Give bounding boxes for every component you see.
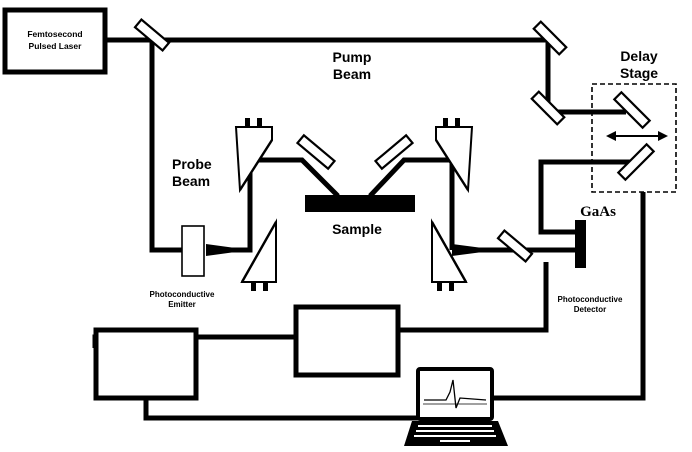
laser-label-2: Pulsed Laser — [29, 41, 83, 51]
keyboard-keys — [414, 425, 496, 442]
delay-mirror-bottom — [616, 142, 656, 182]
gaas-crystal — [575, 220, 586, 268]
pump-label-2: Beam — [333, 66, 371, 82]
thz-beam-to-sample — [250, 157, 340, 198]
laser-housing — [2, 7, 108, 75]
monitor-to-laptop-cable — [143, 398, 418, 421]
laptop-computer — [404, 367, 508, 446]
delay-stage: Delay Stage — [591, 48, 677, 193]
mount-post — [437, 282, 442, 291]
delay-mirror-top — [612, 90, 652, 130]
emitter-label-1: Photoconductive — [150, 290, 215, 299]
emitter-cone — [206, 244, 250, 256]
arrow-head-left — [606, 131, 616, 141]
detector-focus-cone — [452, 244, 498, 256]
spacebar — [440, 440, 470, 442]
parabolic-mirror-bottom-left — [240, 218, 278, 291]
lower-right-mirror — [530, 90, 566, 126]
delay-to-detector-beam — [538, 159, 632, 235]
thz-beam-from-sample — [368, 157, 455, 250]
beam-splitter — [133, 18, 171, 52]
pump-mirror-top — [532, 20, 568, 56]
pump-label-1: Pump — [333, 49, 372, 65]
mount-post — [455, 118, 460, 127]
photoconductive-detector: GaAs Photoconductive Detector — [496, 204, 623, 314]
mirror-face — [238, 139, 274, 191]
probe-label-1: Probe — [172, 156, 212, 172]
current-amplifier — [93, 327, 199, 401]
amplifier-box — [93, 327, 199, 401]
mount-post — [449, 282, 454, 291]
top-right-mirror — [532, 20, 568, 56]
lock-in-box — [293, 304, 401, 378]
detector-label-1: Photoconductive — [558, 295, 623, 304]
laser-label-1: Femtosecond — [27, 29, 82, 39]
mount-post — [245, 118, 250, 127]
pump-mirror-lower — [530, 90, 566, 126]
pump-beam-to-delay — [545, 104, 626, 115]
beam-splitter-mirror — [133, 18, 171, 52]
parabolic-mirror-top-left — [234, 118, 274, 194]
delay-stage-box — [591, 83, 677, 193]
detector-cable — [398, 262, 549, 333]
probe-label-2: Beam — [172, 173, 210, 189]
photoconductive-emitter: Photoconductive Emitter — [150, 225, 250, 309]
delay-label-2: Stage — [620, 65, 658, 81]
probe-beam-left — [149, 40, 184, 253]
key-row — [416, 430, 494, 432]
mount-post — [257, 118, 262, 127]
femtosecond-laser: Femtosecond Pulsed Laser — [2, 7, 108, 75]
detector-label-2: Detector — [574, 305, 606, 314]
delay-label-1: Delay — [620, 48, 658, 64]
mount-post — [263, 282, 268, 291]
mirror-face — [240, 221, 278, 283]
laptop-base — [404, 421, 508, 446]
emitter-label-2: Emitter — [168, 300, 196, 309]
sample-mirror-left — [295, 133, 337, 171]
detector-mirror — [496, 229, 534, 263]
key-row — [414, 435, 496, 437]
sample-stage: Sample — [295, 133, 415, 237]
sample-label: Sample — [332, 221, 382, 237]
gaas-label: GaAs — [580, 204, 616, 220]
sample-mirror-right — [373, 133, 415, 171]
sample-block — [305, 195, 415, 212]
arrow-head-right — [658, 131, 668, 141]
mirror-face — [434, 139, 470, 191]
parabolic-mirror-bottom-right — [430, 218, 498, 291]
delay-direction-arrow — [606, 131, 668, 141]
mount-post — [251, 282, 256, 291]
delay-to-laptop-cable — [492, 192, 646, 401]
key-row — [418, 425, 492, 427]
lock-in-amplifier — [293, 304, 401, 378]
emitter-body — [181, 225, 205, 277]
waveform-trace — [424, 379, 487, 409]
mirror-face — [430, 221, 468, 283]
parabolic-mirror-top-right — [434, 118, 474, 194]
mount-post — [443, 118, 448, 127]
